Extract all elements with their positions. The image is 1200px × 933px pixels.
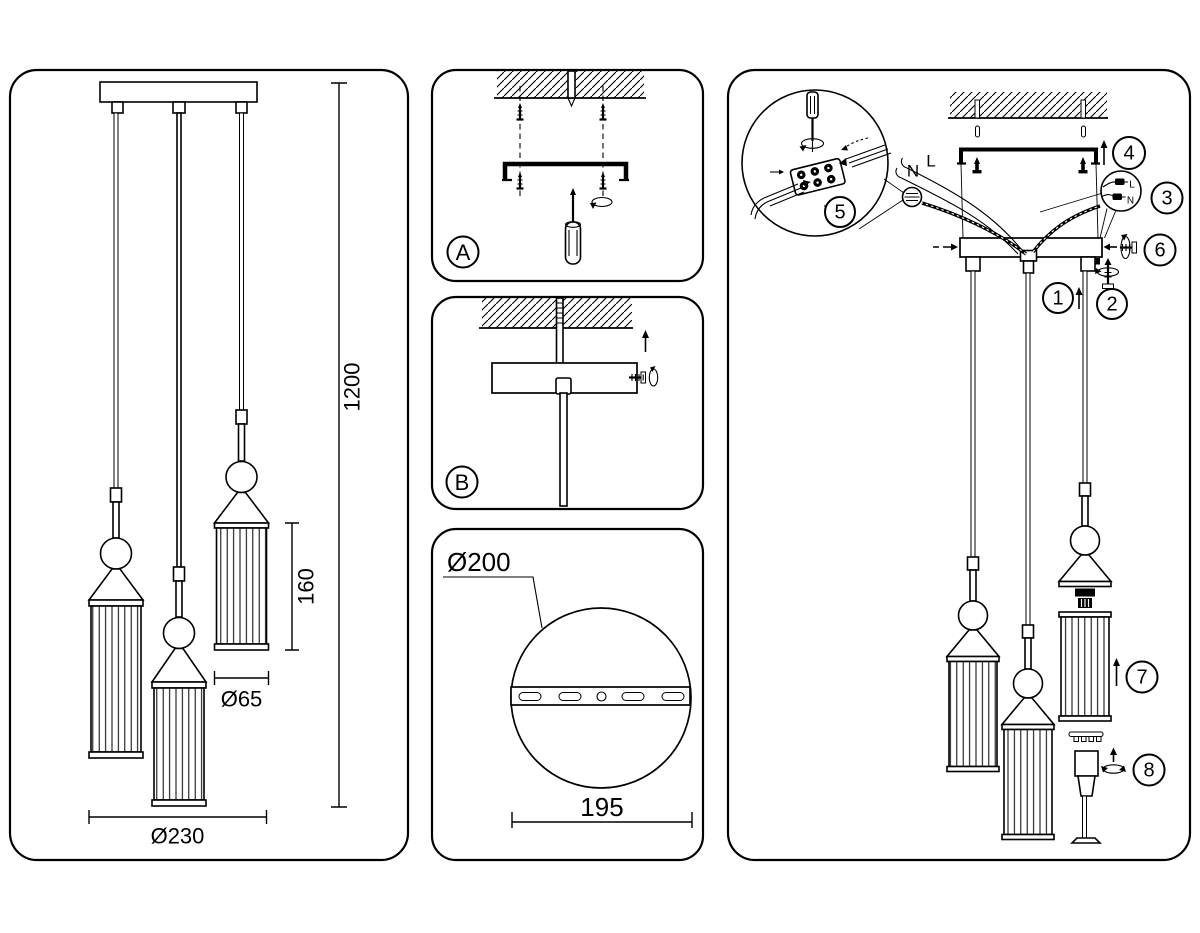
pendant-lamp-middle (150, 112, 208, 807)
side-screw-icon (629, 366, 659, 387)
shade-diameter-label: Ø65 (221, 687, 263, 712)
bracket-length-label: 195 (580, 792, 623, 822)
up-arrow-step7 (1113, 658, 1120, 686)
panel-b-label: B (455, 470, 470, 495)
leader-line (443, 576, 543, 629)
mains-wires (895, 157, 1022, 255)
step-6-label: 6 (1154, 240, 1165, 262)
step-8-badge: 8 (1132, 753, 1166, 787)
screwdriver-icon (564, 188, 582, 265)
wire-neutral-label: N (907, 162, 919, 181)
step-2-label: 2 (1106, 294, 1117, 316)
up-arrow-step1 (1075, 287, 1083, 309)
lamp-shade-part (1058, 611, 1112, 722)
ceiling-plate (99, 81, 258, 114)
assembly-drawing: N L L N (741, 89, 1184, 844)
threaded-rod (555, 297, 564, 365)
canopy-detail-drawing: Ø200 195 (443, 547, 693, 828)
rotate-screw-icon-step2 (1095, 258, 1120, 289)
step-8-label: 8 (1143, 760, 1154, 782)
step-a-drawing: A (446, 70, 646, 269)
shade-height-label: 160 (294, 568, 319, 605)
dimensions-drawing: 1200 160 Ø65 Ø230 (87, 81, 365, 849)
pendant-lamp-middle (1000, 624, 1056, 841)
terminal-block-detail-circle: 5 (741, 89, 905, 237)
wires-right (839, 137, 892, 168)
dimension-cluster-diameter: Ø230 (88, 810, 268, 849)
wire-line-label: L (926, 152, 935, 171)
mounting-bracket (502, 161, 629, 182)
dimension-overall-height: 1200 (331, 82, 365, 808)
pendant-lamp-left (945, 556, 1001, 773)
dimension-shade-height: 160 (285, 522, 319, 651)
panel-dimensions (8, 68, 410, 862)
stem-rod (559, 392, 568, 507)
up-arrow-step4 (1100, 140, 1108, 165)
callout-lines (1039, 193, 1117, 239)
step-5-badge: 5 (824, 196, 856, 228)
connector-detail-circle: L N (1100, 170, 1142, 212)
retaining-ring (1068, 731, 1104, 742)
pendant-lamp-right (212, 112, 271, 651)
step-3-badge: 3 (1150, 181, 1184, 215)
panel-step-a (430, 68, 705, 283)
step-1-label: 1 (1052, 288, 1063, 310)
fixture-cords (921, 201, 1101, 256)
mounting-screws (516, 103, 607, 190)
step-7-badge: 7 (1125, 660, 1159, 694)
rotate-arrow-icon (590, 196, 613, 209)
step-6-badge: 6 (1143, 233, 1177, 267)
step-3-label: 3 (1161, 188, 1172, 210)
ceiling-anchor-screw (567, 70, 576, 108)
connector-neutral-label: N (1127, 196, 1134, 207)
step-b-drawing: B (445, 297, 659, 507)
mounting-bracket-plate (510, 686, 691, 706)
step-1-badge: 1 (1042, 282, 1074, 314)
step-4-badge: 4 (1112, 136, 1146, 170)
lamp-socket (1075, 588, 1095, 608)
rotate-screw-icon-step6 (1120, 234, 1137, 260)
screwdriver-icon (799, 91, 825, 152)
step-2-badge: 2 (1096, 288, 1128, 320)
canopy-hub (555, 377, 572, 395)
alignment-lines (960, 163, 1099, 239)
step-5-label: 5 (834, 202, 845, 224)
side-screw-arrows (933, 243, 1117, 251)
ground-screw (901, 186, 923, 208)
step-4-label: 4 (1123, 143, 1134, 165)
pendant-lamp-left (87, 112, 145, 759)
step-7-label: 7 (1136, 667, 1147, 689)
panel-b-badge: B (445, 465, 479, 499)
dimension-shade-diameter: Ø65 (213, 671, 270, 712)
ceiling-pins (974, 99, 1086, 138)
connector-line-label: L (1129, 180, 1135, 191)
cluster-diameter-label: Ø230 (151, 824, 205, 849)
dimension-bracket-length: 195 (511, 792, 693, 828)
canopy-diameter-label: Ø200 (447, 547, 511, 577)
pendant-lamp-exploded (1057, 482, 1126, 844)
up-arrow-icon (642, 330, 649, 352)
detail-leader-lines (858, 178, 905, 230)
panel-a-label: A (456, 240, 471, 265)
cable-glands (965, 249, 1100, 274)
rotate-bulb-icon-step8 (1101, 747, 1126, 774)
mounting-bracket (957, 147, 1100, 174)
panel-a-badge: A (446, 235, 480, 269)
overall-height-label: 1200 (340, 363, 365, 412)
light-bulb (1070, 750, 1102, 844)
